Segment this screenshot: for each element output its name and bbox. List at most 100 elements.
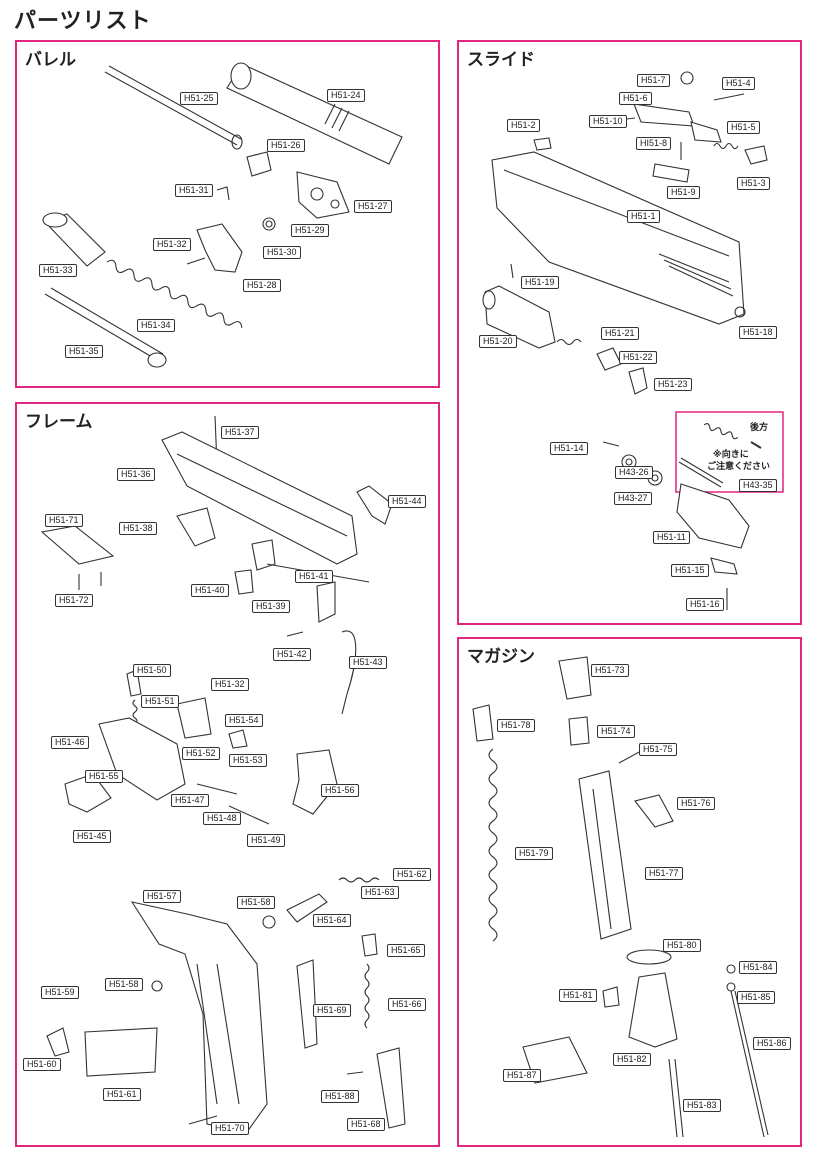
part-label: H43-26 [615,466,653,479]
magazine-spring-part [488,748,498,942]
part-label: H51-20 [479,335,517,348]
part-label: H51-70 [211,1122,249,1135]
direction-note: 後方 [750,423,769,433]
part-label: H51-7 [637,74,670,87]
part-label: H51-83 [683,1099,721,1112]
part-label: H51-41 [295,570,333,583]
part-label: H51-18 [739,326,777,339]
part-label: H51-79 [515,847,553,860]
part-label: H51-54 [225,714,263,727]
rod-part [44,293,158,361]
part-label: H51-64 [313,914,351,927]
page-title: パーツリスト [14,9,152,34]
part-label: H51-23 [654,378,692,391]
part-label: H51-81 [559,989,597,1002]
part-label: H51-63 [361,886,399,899]
part-label: H51-69 [313,1004,351,1017]
part-label: H51-80 [663,939,701,952]
part-label: H51-88 [321,1090,359,1103]
part-label: H51-4 [722,77,755,90]
screw-part [680,71,694,85]
packing-part [262,217,276,231]
part-label: H51-26 [267,139,305,152]
part-label: H51-50 [133,664,171,677]
part-label: H51-40 [191,584,229,597]
part-label: H51-15 [671,564,709,577]
part-label: H51-85 [737,991,775,1004]
part-label: H51-56 [321,784,359,797]
part-label: H51-36 [117,468,155,481]
barrel-panel: バレル H51-25 H51-24 H51-26 H51-31 H51-27 H… [15,40,440,388]
part-label: H51-37 [221,426,259,439]
rear-sight-part [633,103,695,127]
slide-body-part [491,151,745,325]
recoil-spring-part [106,259,243,328]
part-label: H51-33 [39,264,77,277]
part-label: H51-65 [387,944,425,957]
part-label: H51-71 [45,514,83,527]
part-label: H51-57 [143,890,181,903]
magazine-panel: マガジン H51-73 H51-78 H51-74 H51-75 H51-76 … [457,637,802,1147]
part-label: H51-45 [73,830,111,843]
part-label: H51-42 [273,648,311,661]
part-label: H51-84 [739,961,777,974]
part-label: H51-29 [291,224,329,237]
part-label: H51-72 [55,594,93,607]
part-label: H51-62 [393,868,431,881]
part-label: H51-38 [119,522,157,535]
part-label: H51-58 [237,896,275,909]
guide-rod-part [104,71,238,146]
part-label: H51-77 [645,867,683,880]
part-label: H51-46 [51,736,89,749]
part-label: H51-52 [182,747,220,760]
part-label: H51-53 [229,754,267,767]
part-label: H51-34 [137,319,175,332]
frame-rail-part [161,431,358,565]
part-label: H51-9 [667,186,700,199]
part-label: H51-59 [41,986,79,999]
barrel-title: バレル [25,50,76,70]
part-label: H51-49 [247,834,285,847]
part-label: H51-10 [589,115,627,128]
part-label: H51-19 [521,276,559,289]
slide-panel: スライド H51-7 H51-4 H51-6 H51-10 H51- [457,40,802,625]
part-label: H51-5 [727,121,760,134]
part-label: H51-58 [105,978,143,991]
part-label: H51-78 [497,719,535,732]
part-label: H51-31 [175,184,213,197]
part-label: H51-74 [597,725,635,738]
part-label: H51-27 [354,200,392,213]
part-label: H51-76 [677,797,715,810]
part-label: H51-14 [550,442,588,455]
magazine-drawing [472,656,769,1138]
frame-drawing [40,415,406,1133]
frame-title: フレーム [25,412,93,432]
slide-drawing [482,71,784,610]
part-label: H51-66 [388,998,426,1011]
part-label: H51-1 [627,210,660,223]
trigger-housing-part [98,717,186,801]
part-label: H51-61 [103,1088,141,1101]
part-label: H51-44 [388,495,426,508]
slide-title: スライド [467,50,535,70]
part-label: H51-32 [211,678,249,691]
barrel-drawing [42,62,403,368]
part-label: H51-2 [507,119,540,132]
part-label: H51-60 [23,1058,61,1071]
part-label: H51-6 [619,92,652,105]
grip-frame-part [130,901,268,1133]
part-label: H43-27 [614,492,652,505]
part-label: H51-73 [591,664,629,677]
part-label: H51-43 [349,656,387,669]
part-label: H51-39 [252,600,290,613]
part-label: HI51-8 [636,137,672,150]
part-label: H51-47 [171,794,209,807]
part-label: H51-32 [153,238,191,251]
part-label: H51-35 [65,345,103,358]
part-label: H51-11 [653,531,690,544]
part-label: H51-16 [686,598,724,611]
nozzle-housing-part [676,483,750,549]
part-label: H51-48 [203,812,241,825]
frame-panel: フレーム H51-37 H51 [15,402,440,1147]
part-label: H51-3 [737,177,770,190]
